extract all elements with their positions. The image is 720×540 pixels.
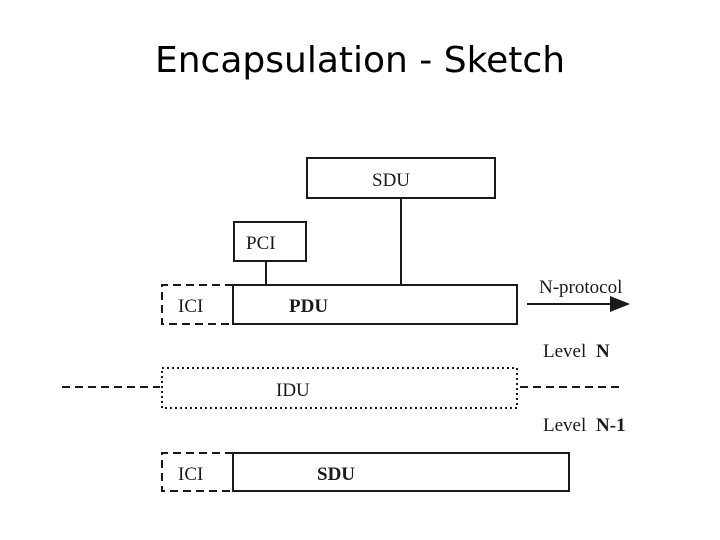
sdu-top-label: SDU (372, 170, 410, 191)
ici-top-label: ICI (178, 296, 203, 317)
ici-top-box (161, 284, 233, 325)
n-protocol-label: N-protocol (539, 277, 622, 298)
sdu-bottom-box (232, 452, 570, 492)
level-n1-suffix: N-1 (596, 415, 626, 436)
level-n-prefix: Level (543, 341, 586, 362)
idu-label: IDU (276, 380, 310, 401)
slide-title: Encapsulation - Sketch (154, 40, 566, 81)
pci-label: PCI (246, 233, 276, 254)
level-n-label: Level N (543, 341, 610, 362)
sdu-bottom-label: SDU (317, 464, 355, 485)
pdu-box (232, 284, 518, 325)
pdu-label: PDU (289, 296, 328, 317)
level-n1-label: Level N-1 (543, 415, 626, 436)
pci-box (233, 221, 307, 262)
level-n-suffix: N (596, 341, 610, 362)
idu-box (161, 367, 518, 409)
level-n1-prefix: Level (543, 415, 586, 436)
ici-bottom-label: ICI (178, 464, 203, 485)
ici-bottom-box (161, 452, 233, 492)
